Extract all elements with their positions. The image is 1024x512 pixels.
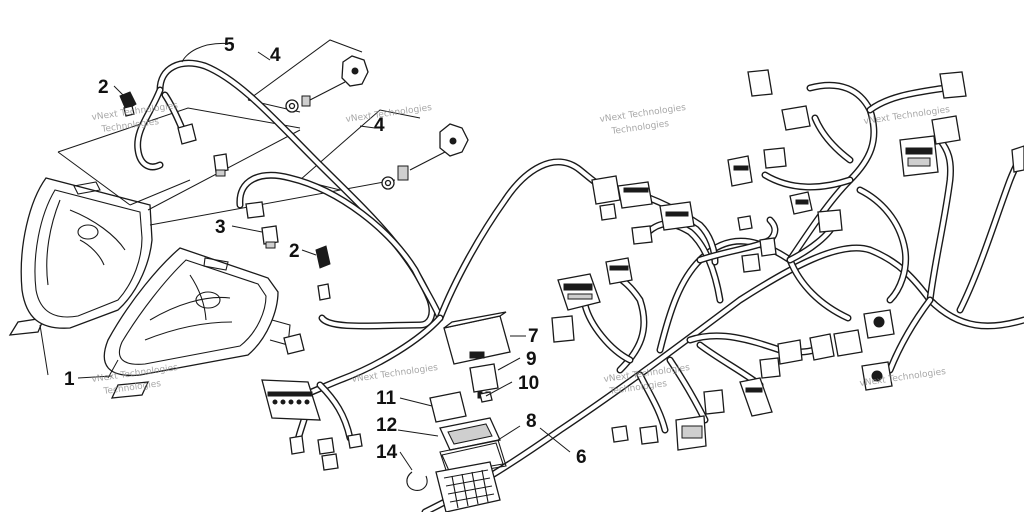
headlight-right: [103, 247, 291, 399]
relay-box-parts: [429, 311, 511, 512]
callout-2-upper: 2: [98, 77, 109, 98]
callout-4-upper: 4: [270, 45, 281, 66]
callout-6: 6: [576, 447, 587, 468]
adjuster-lower: [381, 123, 469, 190]
callout-7: 7: [528, 326, 539, 347]
callout-5: 5: [224, 35, 235, 56]
callout-14: 14: [376, 442, 398, 463]
watermark: vNext Technologies: [345, 103, 433, 125]
bulb-upper: [213, 153, 229, 177]
callout-11: 11: [376, 388, 397, 409]
harness-connectors: [261, 69, 1024, 471]
callout-9: 9: [526, 349, 537, 370]
callout-1: 1: [64, 369, 75, 390]
callout-4-lower: 4: [374, 115, 385, 136]
callout-10: 10: [518, 373, 539, 394]
callout-12: 12: [376, 415, 397, 436]
headlight-left: [8, 177, 153, 336]
callout-8: 8: [526, 411, 537, 432]
cable-clamp: [406, 471, 428, 491]
headlight-harness: [134, 59, 444, 330]
bulb-3: [261, 225, 279, 249]
fuse-grid: [443, 469, 495, 509]
adjuster-upper: [285, 55, 369, 113]
callout-2-lower: 2: [289, 241, 300, 262]
bulb-socket-upper: [119, 91, 137, 117]
bulb-socket-lower: [315, 245, 331, 301]
leader-lines: [77, 42, 571, 471]
callout-labels: 1 2 2 3 4 4 5 6 7 8 9 10 11 12 14: [64, 35, 587, 468]
callout-3: 3: [215, 217, 226, 238]
